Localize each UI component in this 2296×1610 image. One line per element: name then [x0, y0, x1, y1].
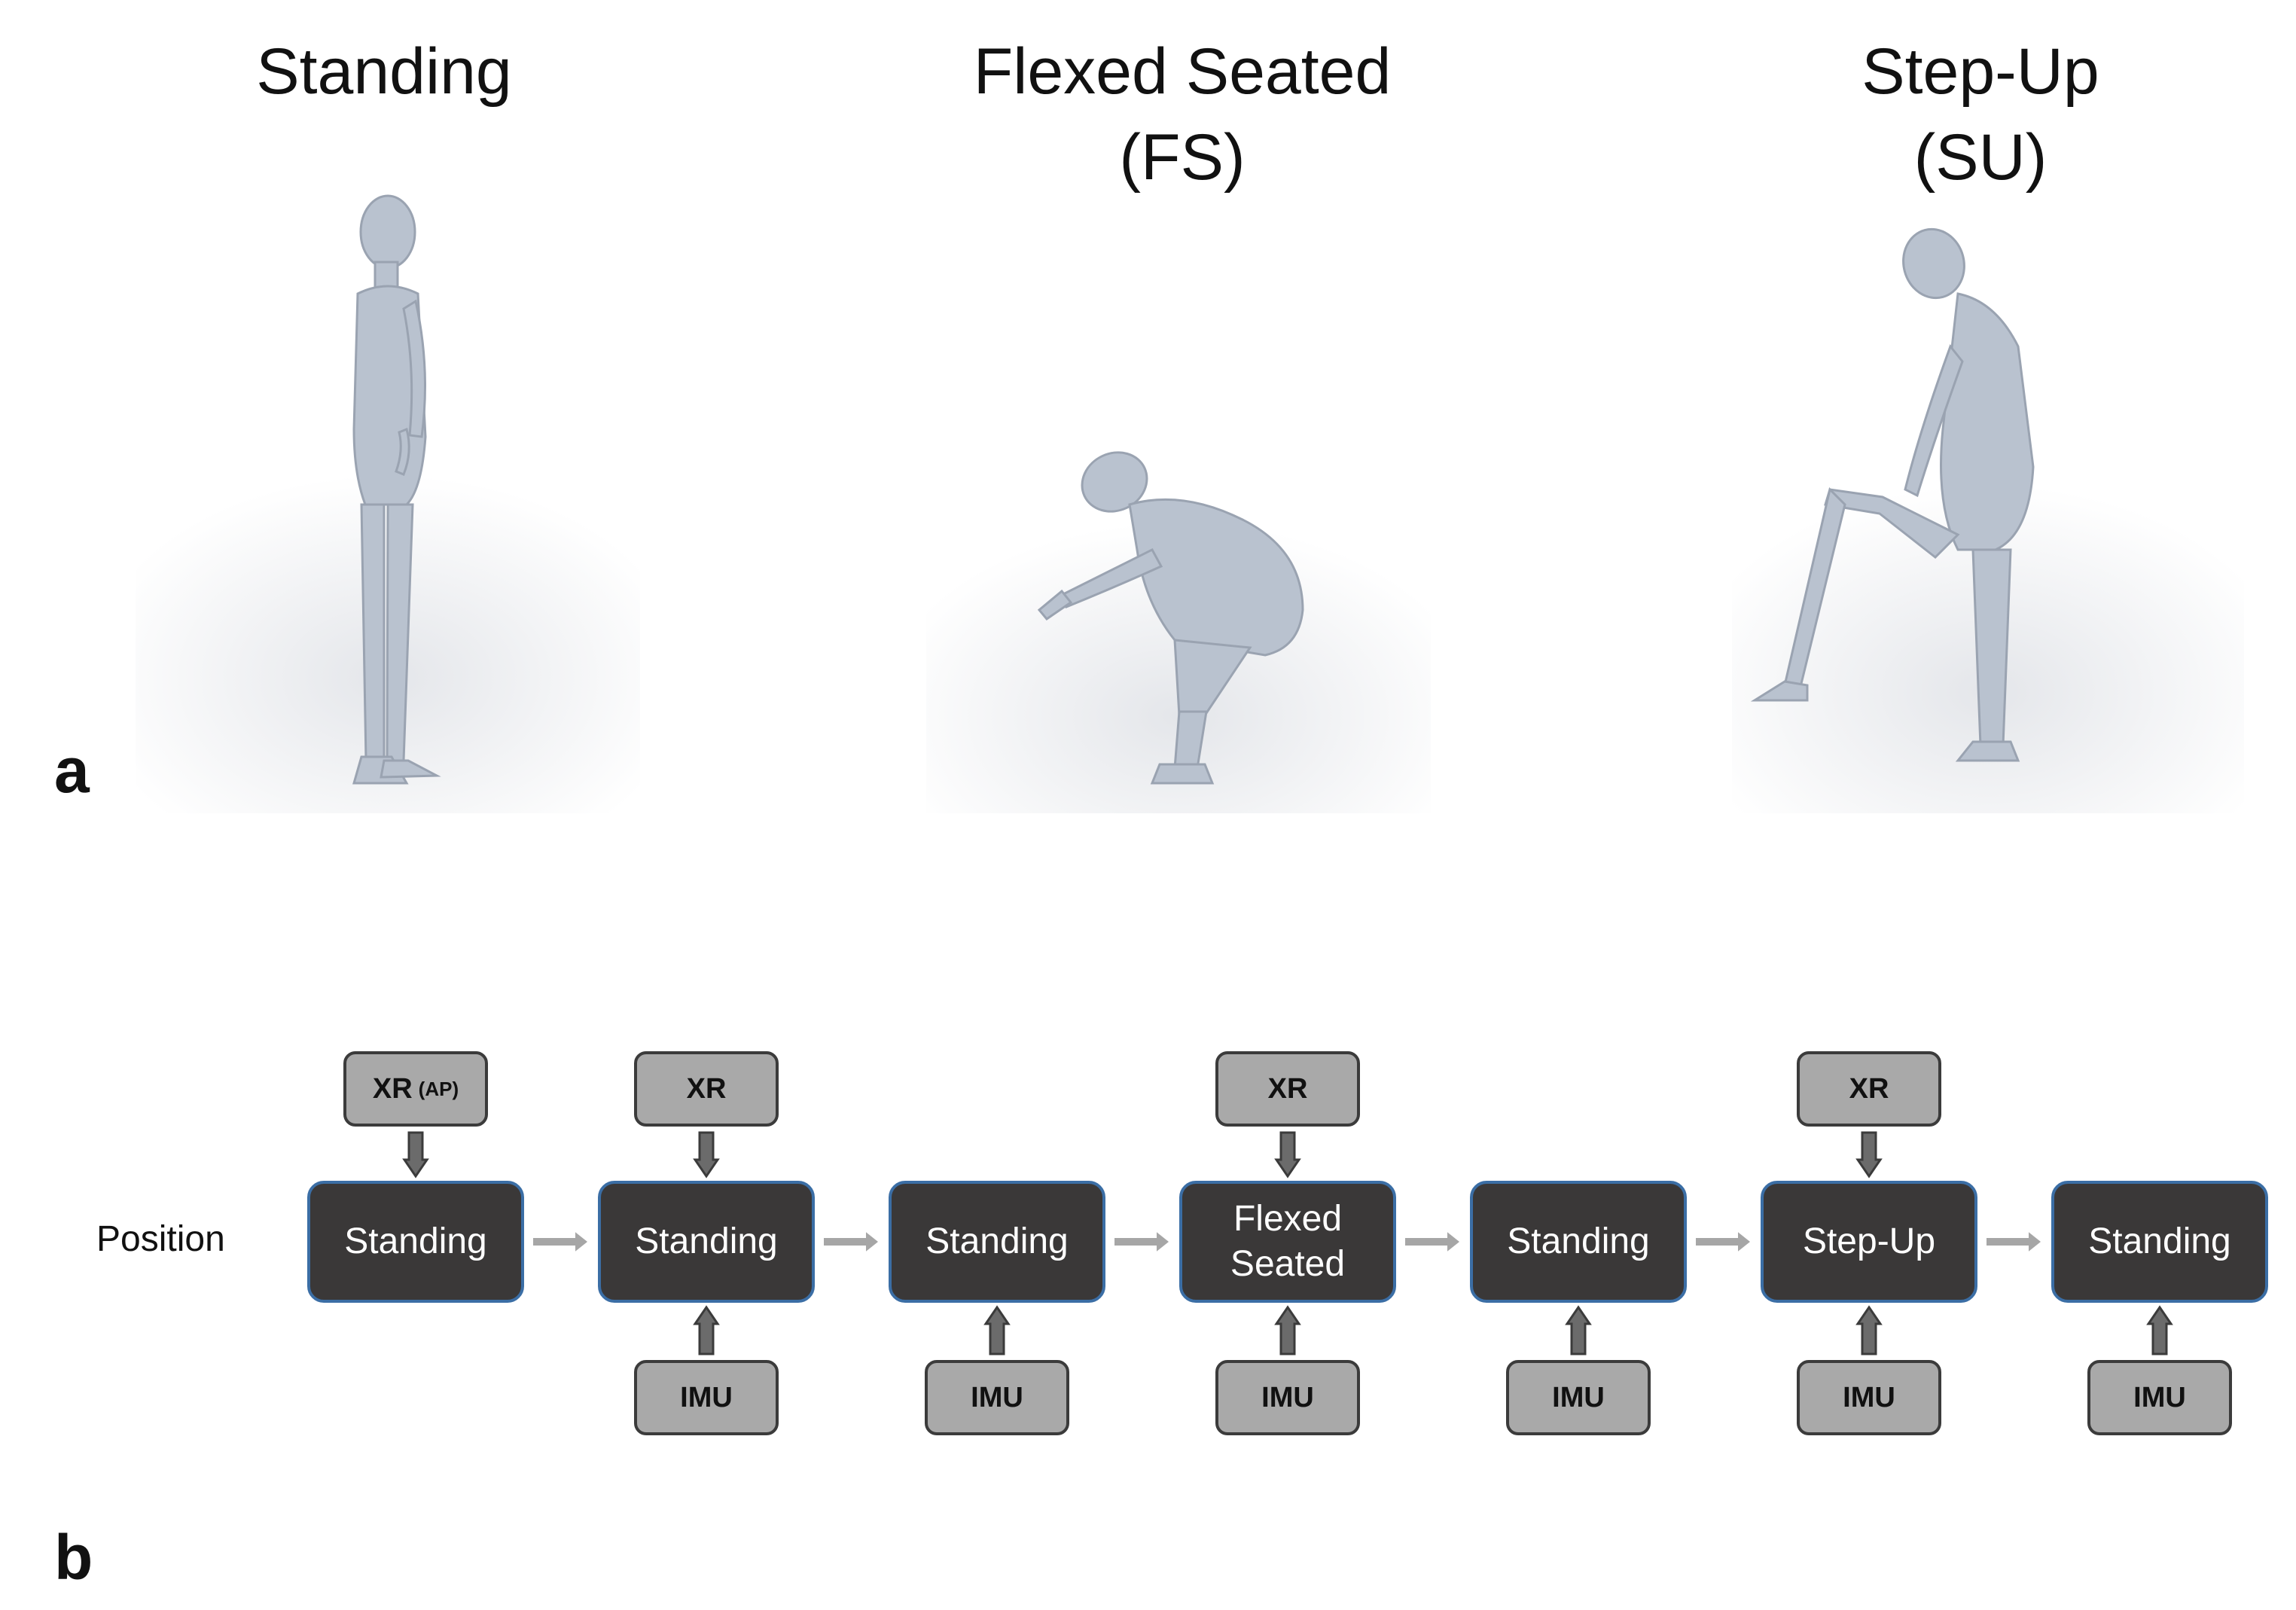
imu-label: IMU	[971, 1381, 1023, 1413]
imu-box: IMU	[1797, 1360, 1941, 1435]
position-box: Standing	[2051, 1181, 2268, 1303]
imu-to-position-arrow	[1274, 1305, 1301, 1355]
xr-to-position-arrow	[1274, 1131, 1301, 1179]
xr-label: XR	[1849, 1072, 1889, 1105]
imu-to-position-arrow	[2146, 1305, 2173, 1355]
step-up-figure-image	[1732, 227, 2244, 813]
panel-letter-a: a	[54, 735, 90, 806]
flow-arrow	[1405, 1232, 1459, 1252]
imu-box: IMU	[634, 1360, 779, 1435]
pose-title-text: Standing	[256, 35, 512, 108]
xr-to-position-arrow	[1855, 1131, 1883, 1179]
xr-label: XR	[372, 1072, 413, 1105]
flow-arrow	[1696, 1232, 1750, 1252]
position-box: Standing	[598, 1181, 815, 1303]
flow-arrow	[533, 1232, 587, 1252]
position-label: Step-Up	[1802, 1221, 1936, 1261]
flexed-seated-figure-image	[926, 451, 1431, 813]
imu-to-position-arrow	[983, 1305, 1011, 1355]
position-box: Step-Up	[1761, 1181, 1977, 1303]
imu-label: IMU	[680, 1381, 733, 1413]
pose-title-text: Flexed Seated	[973, 35, 1392, 108]
flow-arrow	[1114, 1232, 1169, 1252]
imu-to-position-arrow	[1855, 1305, 1883, 1355]
xr-label: XR	[1267, 1072, 1308, 1105]
pose-title-standing: Standing	[158, 29, 610, 114]
xr-to-position-arrow	[402, 1131, 429, 1179]
imu-to-position-arrow	[693, 1305, 720, 1355]
position-label: Standing	[344, 1221, 487, 1261]
xr-box: XR(AP)	[343, 1051, 488, 1127]
standing-figure-image	[136, 194, 640, 813]
pose-title-text: Step-Up	[1861, 35, 2099, 108]
imu-box: IMU	[925, 1360, 1069, 1435]
imu-box: IMU	[1506, 1360, 1651, 1435]
xr-label: XR	[686, 1072, 727, 1105]
position-label: Seated	[1230, 1244, 1346, 1284]
imu-label: IMU	[1552, 1381, 1605, 1413]
xr-box: XR	[1797, 1051, 1941, 1127]
pose-title-step-up: Step-Up (SU)	[1755, 29, 2206, 200]
xr-box: XR	[634, 1051, 779, 1127]
position-label: Standing	[2088, 1221, 2231, 1261]
position-box: Standing	[889, 1181, 1105, 1303]
position-label: Standing	[635, 1221, 778, 1261]
flow-arrow	[1987, 1232, 2041, 1252]
imu-label: IMU	[2133, 1381, 2186, 1413]
imu-box: IMU	[1215, 1360, 1360, 1435]
position-row-label: Position	[96, 1219, 225, 1259]
imu-label: IMU	[1261, 1381, 1314, 1413]
position-label: Flexed	[1233, 1199, 1343, 1239]
xr-box: XR	[1215, 1051, 1360, 1127]
imu-to-position-arrow	[1565, 1305, 1592, 1355]
panel-letter-b: b	[54, 1522, 93, 1593]
position-label: Standing	[925, 1221, 1069, 1261]
xr-to-position-arrow	[693, 1131, 720, 1179]
pose-subtitle-text: (SU)	[1913, 121, 2047, 194]
position-label: Standing	[1507, 1221, 1650, 1261]
position-box: Standing	[307, 1181, 524, 1303]
pose-subtitle-text: (FS)	[1119, 121, 1246, 194]
pose-title-flexed-seated: Flexed Seated (FS)	[881, 29, 1483, 200]
imu-box: IMU	[2087, 1360, 2232, 1435]
position-box: Standing	[1470, 1181, 1687, 1303]
imu-label: IMU	[1843, 1381, 1895, 1413]
flow-arrow	[824, 1232, 878, 1252]
xr-sublabel: (AP)	[418, 1077, 459, 1100]
